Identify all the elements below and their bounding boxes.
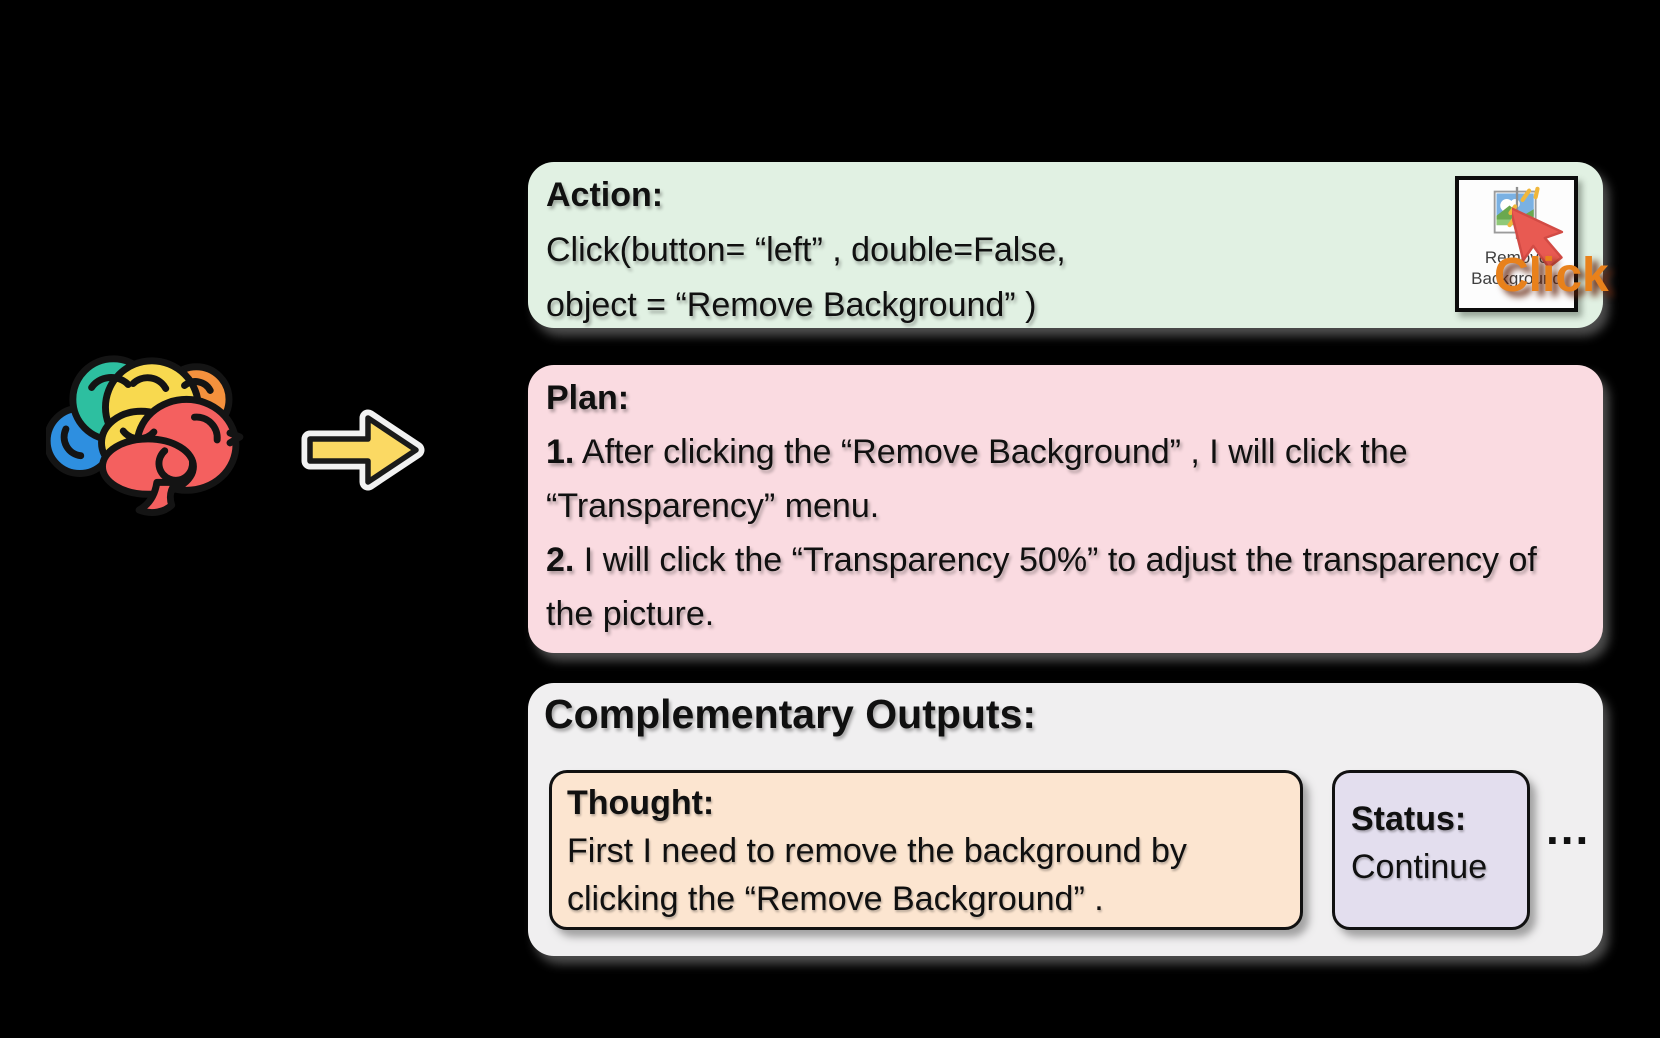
brain-icon xyxy=(43,346,244,516)
complementary-outputs-panel: Complementary Outputs: Thought: First I … xyxy=(528,683,1603,956)
more-outputs-ellipsis: ... xyxy=(1546,802,1591,854)
plan-item-1-text: After clicking the “Remove Background” ,… xyxy=(546,433,1408,525)
thought-title: Thought: xyxy=(567,784,715,822)
cursor-pointer-svg xyxy=(1508,206,1564,269)
arrow-right-icon xyxy=(298,406,426,494)
plan-item-2-number: 2. xyxy=(546,541,575,579)
status-value: Continue xyxy=(1351,848,1488,886)
plan-item-2: 2. I will click the “Transparency 50%” t… xyxy=(546,533,1585,641)
plan-title: Plan: xyxy=(546,379,630,417)
status-box: Status: Continue xyxy=(1332,770,1530,930)
brain-icon-svg xyxy=(43,355,244,516)
cursor-pointer-icon xyxy=(1508,200,1578,282)
action-line-1: Click(button= “left” , double=False, xyxy=(546,231,1066,269)
plan-panel: Plan: 1. After clicking the “Remove Back… xyxy=(528,365,1603,653)
action-panel: Action: Click(button= “left” , double=Fa… xyxy=(528,162,1609,328)
remove-background-button-label-1: Remove xyxy=(1484,248,1549,267)
thought-text: First I need to remove the background by… xyxy=(567,832,1187,918)
plan-item-2-text: I will click the “Transparency 50%” to a… xyxy=(546,541,1537,633)
status-title: Status: xyxy=(1351,800,1467,838)
remove-background-button-label-2: Background xyxy=(1471,269,1562,288)
action-title: Action: xyxy=(546,176,664,214)
complementary-outputs-title: Complementary Outputs: xyxy=(544,691,1037,737)
arrow-right-svg xyxy=(301,409,425,491)
action-line-2: object = “Remove Background” ) xyxy=(546,286,1037,324)
remove-background-button[interactable]: Remove Background xyxy=(1455,176,1578,312)
plan-item-1-number: 1. xyxy=(546,433,575,471)
plan-item-1: 1. After clicking the “Remove Background… xyxy=(546,425,1585,533)
click-annotation: Click xyxy=(1494,249,1609,302)
thought-box: Thought: First I need to remove the back… xyxy=(549,770,1303,930)
